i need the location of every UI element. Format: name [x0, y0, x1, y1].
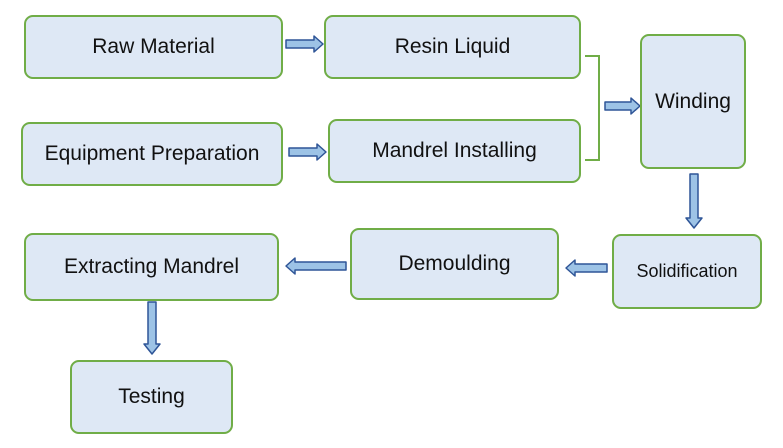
- arrow-solidification-to-demoulding: [565, 259, 608, 277]
- node-mandrel-installing: Mandrel Installing: [328, 119, 581, 183]
- node-equipment-preparation: Equipment Preparation: [21, 122, 283, 186]
- node-demoulding: Demoulding: [350, 228, 559, 300]
- arrow-equipment-to-mandrel: [288, 143, 327, 161]
- node-resin-liquid: Resin Liquid: [324, 15, 581, 79]
- node-winding: Winding: [640, 34, 746, 169]
- arrow-demoulding-to-extracting: [285, 257, 347, 275]
- arrow-extracting-to-testing: [143, 301, 161, 355]
- node-testing: Testing: [70, 360, 233, 434]
- arrow-winding-to-solidification: [685, 173, 703, 229]
- node-raw-material: Raw Material: [24, 15, 283, 79]
- arrow-raw-to-resin: [285, 35, 324, 53]
- merge-bracket: [585, 55, 600, 161]
- node-extracting-mandrel: Extracting Mandrel: [24, 233, 279, 301]
- node-solidification: Solidification: [612, 234, 762, 309]
- arrow-merge-to-winding: [604, 97, 641, 115]
